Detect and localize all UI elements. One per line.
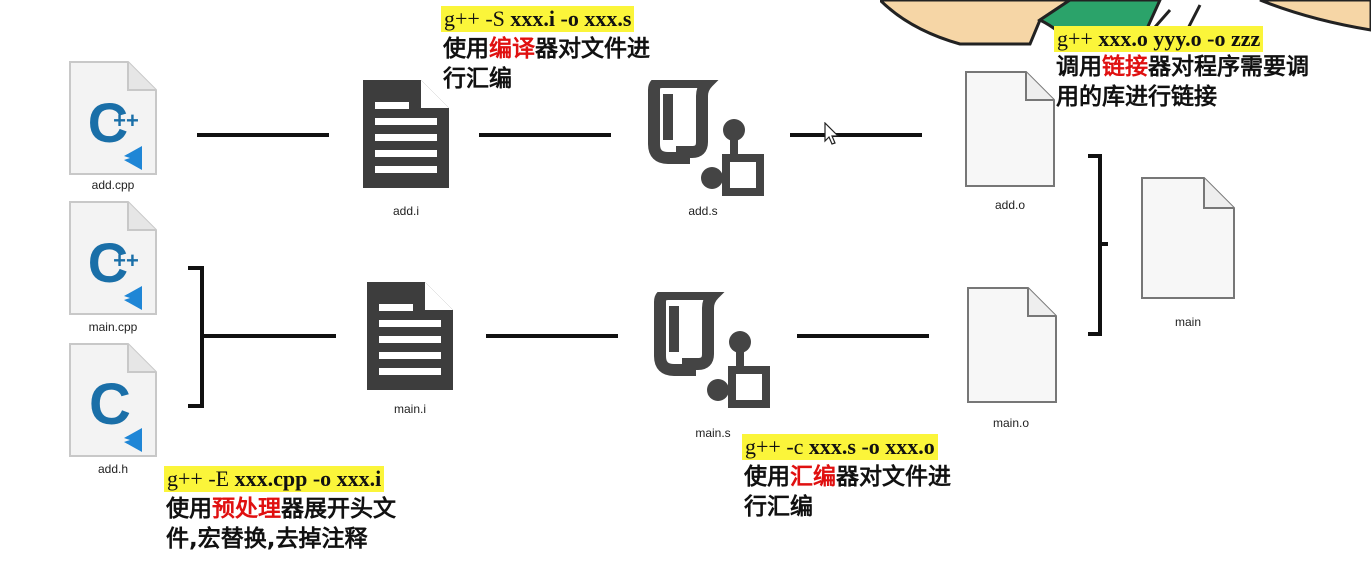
compile-keyword: 编译 [489,36,535,62]
file-label-add-h: add.h [97,462,129,476]
link-command-prefix: g++ [1057,26,1099,51]
compile-command-args: xxx.i -o xxx.s [510,6,632,31]
link-keyword: 链接 [1102,54,1148,80]
link-description: 调用链接器对程序需要调 用的库进行链接 [1056,54,1309,110]
file-label-add-s: add.s [688,204,718,218]
line-maini-mains [486,334,618,338]
line-maincpp-maini [202,334,336,338]
compile-description: 使用编译器对文件进 行汇编 [443,36,650,92]
preprocess-keyword: 预处理 [212,496,281,522]
file-label-main-s: main.s [695,426,731,440]
blank-file-icon [964,70,1056,188]
link-command: g++ xxx.o yyy.o -o zzz [1054,26,1264,52]
mouse-cursor-icon [824,121,840,150]
preprocess-command-prefix: g++ -E [167,466,235,491]
file-label-main-cpp: main.cpp [88,320,138,334]
file-label-main-i: main.i [393,402,426,416]
preprocess-description: 使用预处理器展开头文 件,宏替换,去掉注释 [166,496,396,552]
file-label-add-i: add.i [392,204,420,218]
left-bracket [186,266,206,412]
compile-command: g++ -S xxx.i -o xxx.s [441,6,635,32]
executable-file-icon [1140,176,1236,300]
cpp-plus: ++ [113,248,139,273]
cpp-file-icon: C ++ [68,60,158,176]
file-label-main-o: main.o [992,416,1030,430]
assemble-description: 使用汇编器对文件进 行汇编 [744,464,951,520]
cpp-letter: C [88,231,128,294]
line-mains-maino [797,334,929,338]
assemble-command: g++ -c xxx.s -o xxx.o [742,434,938,460]
file-label-main: main [1174,315,1201,329]
file-label-add-cpp: add.cpp [91,178,135,192]
assemble-command-prefix: g++ -c [745,434,809,459]
c-header-file-icon: C [68,342,158,458]
right-bracket [1086,154,1110,340]
assemble-command-args: xxx.s -o xxx.o [808,434,935,459]
line-addi-adds [479,133,611,137]
link-command-args: xxx.o yyy.o -o zzz [1098,26,1261,51]
preprocess-command: g++ -E xxx.cpp -o xxx.i [164,466,385,492]
file-label-add-o: add.o [994,198,1026,212]
line-addcpp-addi [197,133,329,137]
assembly-file-icon [646,80,766,198]
document-icon [361,78,451,190]
c-letter: C [89,372,131,437]
cpp-letter: C [88,91,128,154]
blank-file-icon [966,286,1058,404]
line-adds-addo [790,133,922,137]
cpp-file-icon: C ++ [68,200,158,316]
compile-command-prefix: g++ -S [444,6,511,31]
assembly-file-icon [652,292,772,410]
preprocess-command-args: xxx.cpp -o xxx.i [234,466,382,491]
document-icon [365,280,455,392]
cpp-plus: ++ [113,108,139,133]
assemble-keyword: 汇编 [790,464,836,490]
